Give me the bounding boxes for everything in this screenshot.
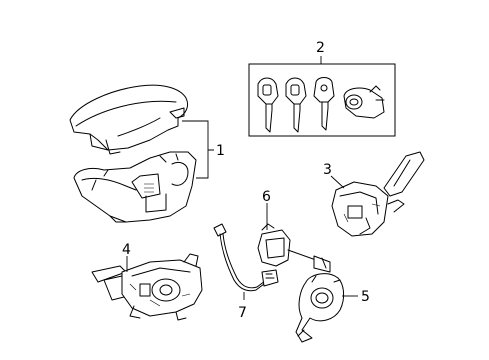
callout-5: 5 <box>361 289 370 305</box>
part-3-wiper-switch[interactable] <box>331 151 425 237</box>
part-7-wire-harness[interactable] <box>213 223 279 292</box>
callout-6: 6 <box>262 189 271 205</box>
part-2-keys[interactable] <box>257 77 385 133</box>
callout-1-leader <box>182 120 214 179</box>
part-4-combination-switch[interactable] <box>91 253 203 321</box>
callout-3: 3 <box>323 162 332 178</box>
part-6-cruise-switch[interactable] <box>257 223 331 273</box>
callout-1: 1 <box>216 143 225 159</box>
part-1-column-cover[interactable] <box>69 84 197 223</box>
callout-4: 4 <box>122 242 131 258</box>
callout-2: 2 <box>316 40 325 56</box>
callout-3-leader <box>330 175 345 189</box>
part-5-clock-spring[interactable] <box>295 273 345 343</box>
part-2-frame <box>248 63 396 137</box>
callout-7: 7 <box>238 305 247 321</box>
